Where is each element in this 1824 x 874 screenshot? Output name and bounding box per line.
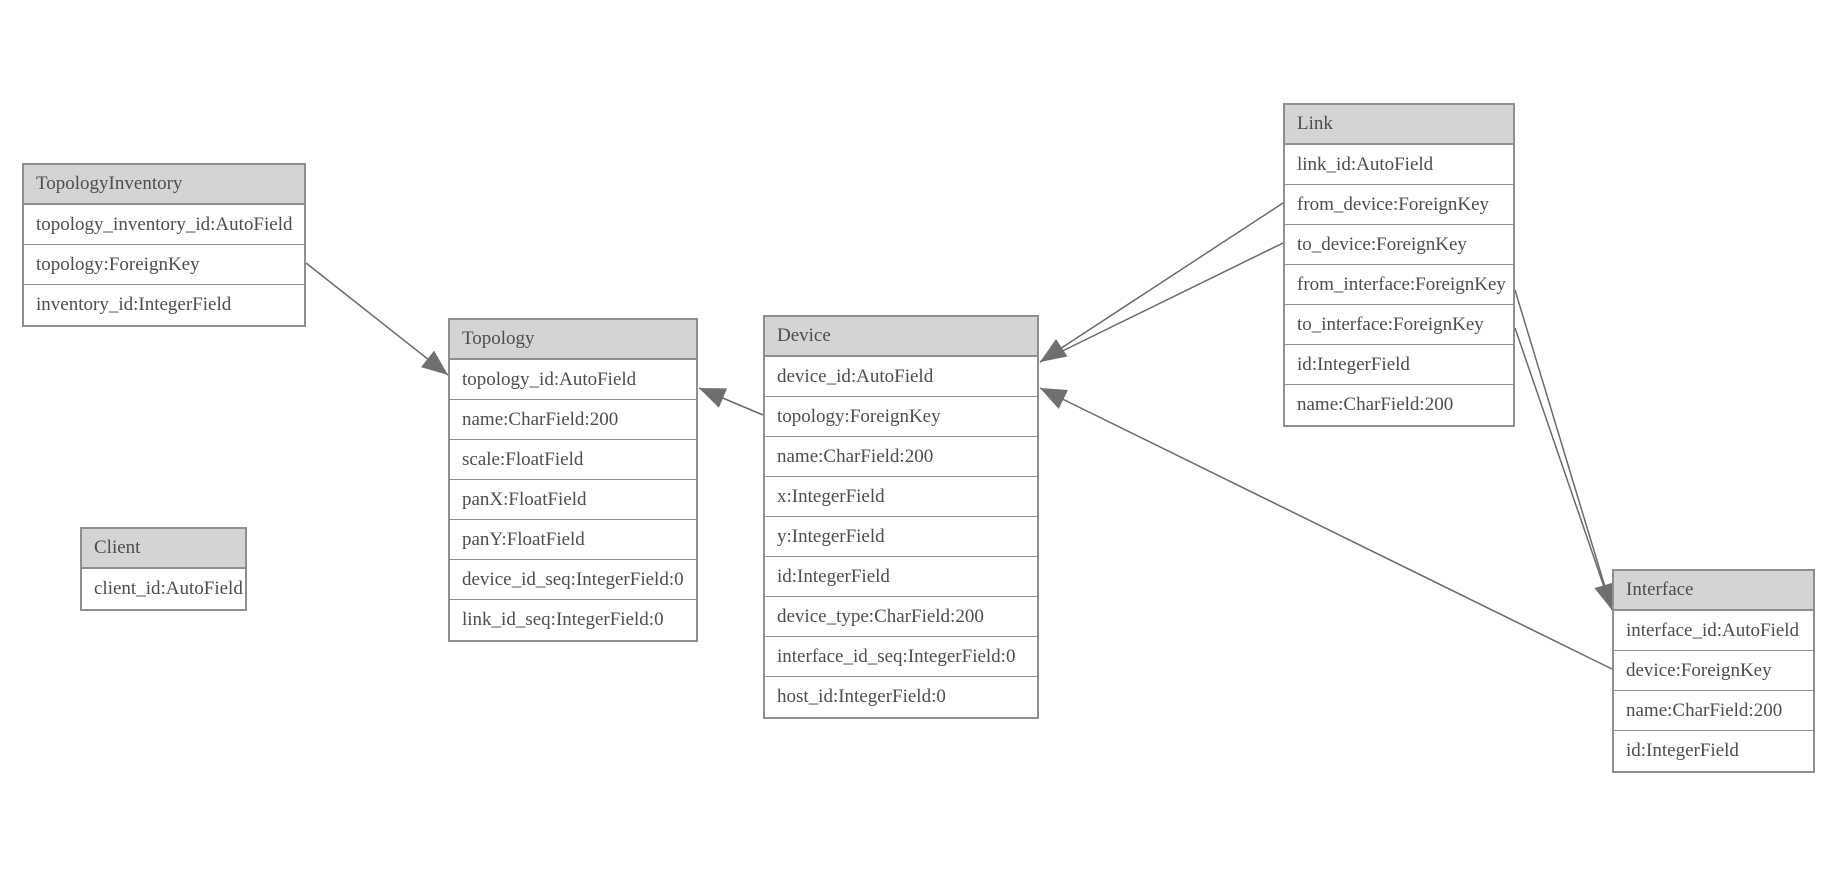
entity-field-row: topology:ForeignKey xyxy=(765,397,1037,437)
edge-topologyinventory-topology xyxy=(305,262,449,376)
entity-field-row: link_id:AutoField xyxy=(1285,145,1513,185)
edge-link-from-interface-interface xyxy=(1514,289,1613,611)
arrowhead-device-topology xyxy=(699,388,728,408)
entity-title: Device xyxy=(765,317,1037,357)
entity-field-row: from_interface:ForeignKey xyxy=(1285,265,1513,305)
entity-field-row: id:IntegerField xyxy=(1285,345,1513,385)
entity-field-row: inventory_id:IntegerField xyxy=(24,285,304,325)
entity-field-row: client_id:AutoField xyxy=(82,569,245,609)
entity-field-row: to_interface:ForeignKey xyxy=(1285,305,1513,345)
entity-field-row: interface_id:AutoField xyxy=(1614,611,1813,651)
arrowhead-interface-device xyxy=(1040,388,1068,409)
entity-field-row: x:IntegerField xyxy=(765,477,1037,517)
entity-field-row: name:CharField:200 xyxy=(450,400,696,440)
entity-field-row: panX:FloatField xyxy=(450,480,696,520)
entity-field-row: name:CharField:200 xyxy=(1614,691,1813,731)
entity-title: TopologyInventory xyxy=(24,165,304,205)
edge-link-to-device-device xyxy=(1039,242,1284,363)
entity-field-row: device_id:AutoField xyxy=(765,357,1037,397)
arrowhead-topologyinventory-topology xyxy=(421,350,448,375)
entity-title: Client xyxy=(82,529,245,569)
entity-field-row: name:CharField:200 xyxy=(765,437,1037,477)
entity-field-row: y:IntegerField xyxy=(765,517,1037,557)
entity-field-row: host_id:IntegerField:0 xyxy=(765,677,1037,717)
edge-device-topology xyxy=(698,387,764,416)
entity-field-row: device:ForeignKey xyxy=(1614,651,1813,691)
entity-field-row: panY:FloatField xyxy=(450,520,696,560)
entity-title: Topology xyxy=(450,320,696,360)
entity-field-row: to_device:ForeignKey xyxy=(1285,225,1513,265)
entity-field-row: scale:FloatField xyxy=(450,440,696,480)
edge-interface-device xyxy=(1039,387,1613,670)
entity-field-row: topology:ForeignKey xyxy=(24,245,304,285)
entity-field-row: from_device:ForeignKey xyxy=(1285,185,1513,225)
arrowhead-link-from-device-device xyxy=(1040,338,1068,362)
entity-field-row: device_id_seq:IntegerField:0 xyxy=(450,560,696,600)
entity-field-row: id:IntegerField xyxy=(1614,731,1813,771)
entity-field-row: link_id_seq:IntegerField:0 xyxy=(450,600,696,640)
entity-field-row: topology_inventory_id:AutoField xyxy=(24,205,304,245)
entity-field-row: name:CharField:200 xyxy=(1285,385,1513,425)
edge-link-from-device-device xyxy=(1039,202,1284,363)
entity-title: Link xyxy=(1285,105,1513,145)
entity-field-row: interface_id_seq:IntegerField:0 xyxy=(765,637,1037,677)
entity-field-row: device_type:CharField:200 xyxy=(765,597,1037,637)
edge-link-to-interface-interface xyxy=(1514,327,1613,611)
entity-field-row: topology_id:AutoField xyxy=(450,360,696,400)
entity-title: Interface xyxy=(1614,571,1813,611)
entity-field-row: id:IntegerField xyxy=(765,557,1037,597)
